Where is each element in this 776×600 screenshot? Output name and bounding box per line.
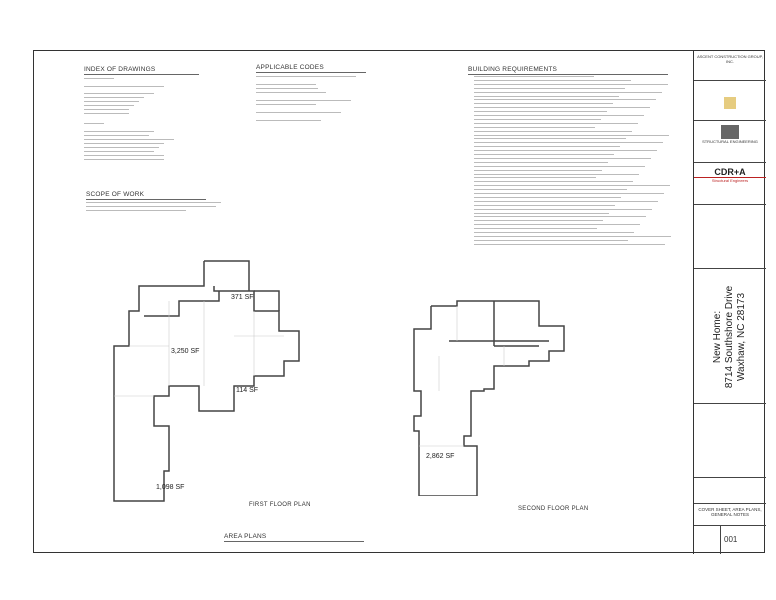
note-line xyxy=(474,243,665,245)
area-label-114: 114 SF xyxy=(236,387,259,394)
index-heading: INDEX OF DRAWINGS xyxy=(84,66,199,75)
note-line xyxy=(474,165,645,167)
sheet-number-cell: 001 xyxy=(694,526,766,554)
requirements-heading: BUILDING REQUIREMENTS xyxy=(468,66,668,75)
area-label-371: 371 SF xyxy=(231,294,254,301)
area-label-2862: 2,862 SF xyxy=(426,453,455,460)
project-line-2: 8714 Southshore Drive xyxy=(724,285,735,389)
note-line xyxy=(474,146,620,148)
note-line xyxy=(474,130,632,132)
note-line xyxy=(474,196,621,198)
note-line xyxy=(474,157,651,159)
note-line xyxy=(474,95,619,97)
engineer-logo-icon xyxy=(721,125,739,139)
note-line xyxy=(474,79,631,81)
first-floor-plan-drawing xyxy=(113,260,300,502)
contractor-cell: ASCENT CONSTRUCTION GROUP, INC. xyxy=(694,51,766,81)
structural-cell: CDR+A Structural Engineers xyxy=(694,163,766,205)
project-line-3: Waxhaw, NC 28173 xyxy=(736,292,747,382)
engineer-cell: STRUCTURAL ENGINEERING xyxy=(694,121,766,163)
codes-heading: APPLICABLE CODES xyxy=(256,64,366,73)
date-cell xyxy=(694,478,766,504)
note-line xyxy=(474,185,670,187)
sheet-title-cell: COVER SHEET, AREA PLANS, GENERAL NOTES xyxy=(694,504,766,526)
structural-logo: CDR+A xyxy=(694,167,766,178)
note-line xyxy=(474,138,626,140)
designer-logo xyxy=(724,97,736,109)
second-floor-plan-drawing xyxy=(413,300,565,496)
note-line xyxy=(474,122,638,124)
note-line xyxy=(474,212,609,214)
project-cell: New Home: 8714 Southshore Drive Waxhaw, … xyxy=(694,269,766,404)
area-label-3250: 3,250 SF xyxy=(171,348,200,355)
note-line xyxy=(474,224,640,226)
note-line xyxy=(474,154,614,155)
note-line xyxy=(474,118,601,120)
drawing-sheet: INDEX OF DRAWINGS APPLICABLE CODES BUILD… xyxy=(33,50,766,554)
note-line xyxy=(474,204,615,206)
note-line xyxy=(474,103,613,105)
area-plans-heading: AREA PLANS xyxy=(224,533,364,542)
designer-cell xyxy=(694,81,766,121)
note-line xyxy=(474,200,658,202)
note-line xyxy=(474,87,625,89)
note-line xyxy=(474,208,652,210)
note-line xyxy=(474,76,594,77)
engineer-name: STRUCTURAL ENGINEERING xyxy=(702,139,758,144)
note-line xyxy=(474,169,602,171)
note-line xyxy=(474,83,668,85)
note-line xyxy=(474,142,663,144)
note-line xyxy=(474,173,639,175)
note-line xyxy=(474,91,662,93)
note-line xyxy=(474,216,646,218)
note-line xyxy=(474,115,644,116)
note-line xyxy=(474,220,603,222)
area-label-1098: 1,098 SF xyxy=(156,484,185,491)
structural-subtitle: Structural Engineers xyxy=(711,178,749,183)
note-line xyxy=(474,189,627,191)
note-line xyxy=(474,161,608,163)
contractor-name: ASCENT CONSTRUCTION GROUP, INC. xyxy=(697,54,763,64)
second-floor-plan-label: SECOND FLOOR PLAN xyxy=(518,506,589,512)
note-line xyxy=(474,134,669,136)
note-line xyxy=(474,111,607,113)
sheet-title: COVER SHEET, AREA PLANS, GENERAL NOTES xyxy=(698,507,762,517)
note-line xyxy=(474,126,595,128)
note-line xyxy=(474,150,657,152)
sheet-number: 001 xyxy=(724,535,738,544)
project-line-1: New Home: xyxy=(712,310,723,364)
note-line xyxy=(474,99,656,101)
note-line xyxy=(474,232,634,233)
note-line xyxy=(474,228,597,230)
note-line xyxy=(474,235,671,237)
seal-cell xyxy=(694,205,766,269)
revisions-cell xyxy=(694,404,766,478)
note-line xyxy=(474,107,650,109)
title-block: ASCENT CONSTRUCTION GROUP, INC. STRUCTUR… xyxy=(693,51,766,554)
note-line xyxy=(474,239,628,241)
note-line xyxy=(474,193,664,194)
note-line xyxy=(474,177,596,179)
scope-heading: SCOPE OF WORK xyxy=(86,191,206,200)
first-floor-plan-label: FIRST FLOOR PLAN xyxy=(249,502,311,508)
note-line xyxy=(474,181,633,183)
